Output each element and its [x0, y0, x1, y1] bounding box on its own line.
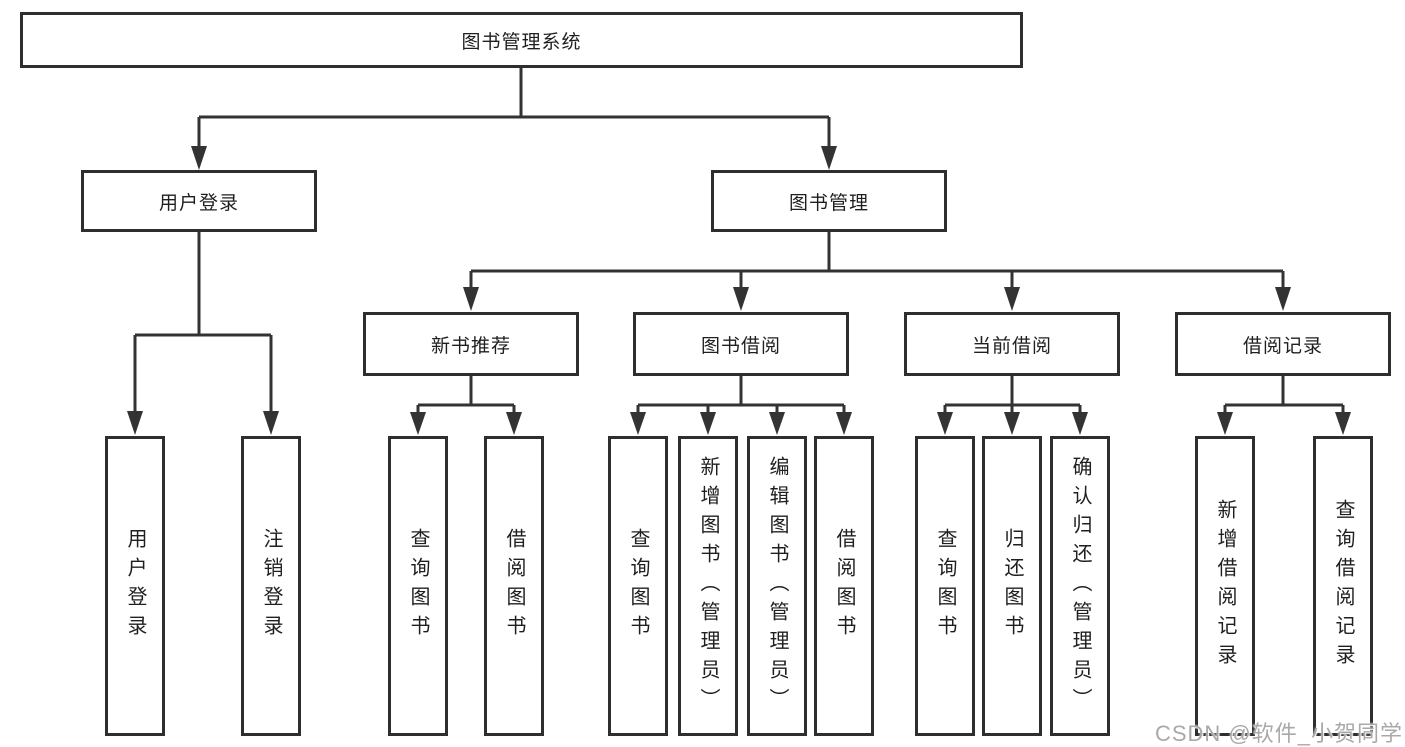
arrowhead-currentborrow-leaf1: [937, 412, 953, 435]
node-user-login: 用户登录: [81, 170, 317, 232]
leaf-confirm-return-admin: 确认归还（管理员）: [1050, 436, 1110, 736]
node-book-borrow: 图书借阅: [633, 312, 849, 376]
arrowhead-records-leaf2: [1335, 412, 1351, 435]
node-label: 查询图书: [407, 528, 429, 644]
node-label: 用户登录: [124, 528, 146, 644]
node-borrow-records: 借阅记录: [1175, 312, 1391, 376]
node-label: 图书管理系统: [461, 31, 582, 53]
node-label: 图书借阅: [700, 335, 781, 357]
arrowhead-new-book: [463, 287, 479, 311]
node-label: 编辑图书（管理员）: [766, 455, 788, 717]
node-label: 借阅记录: [1242, 335, 1323, 357]
leaf-return-books: 归还图书: [982, 436, 1042, 736]
leaf-query-books-3: 查询图书: [915, 436, 975, 736]
arrowhead-bookborrow-leaf2: [700, 412, 716, 435]
leaf-add-borrow-record: 新增借阅记录: [1195, 436, 1255, 736]
node-new-book-recommend: 新书推荐: [363, 312, 579, 376]
node-label: 确认归还（管理员）: [1069, 455, 1091, 717]
node-label: 新书推荐: [430, 335, 511, 357]
arrowhead-newbook-leaf1: [410, 412, 426, 435]
arrowhead-book-mgmt: [821, 146, 837, 170]
leaf-logout: 注销登录: [241, 436, 301, 736]
arrowhead-bookborrow-leaf4: [836, 412, 852, 435]
watermark: CSDN @软件_小贺同学: [1154, 721, 1403, 746]
leaf-query-books-2: 查询图书: [608, 436, 668, 736]
node-current-borrow: 当前借阅: [904, 312, 1120, 376]
arrowhead-current-borrow: [1004, 287, 1020, 311]
arrowhead-leaf-logout: [263, 411, 279, 435]
leaf-add-books-admin: 新增图书（管理员）: [678, 436, 738, 736]
arrowhead-newbook-leaf2: [506, 412, 522, 435]
arrowhead-bookborrow-leaf1: [630, 412, 646, 435]
arrowhead-records-leaf1: [1217, 412, 1233, 435]
arrowhead-leaf-login: [127, 411, 143, 435]
leaf-borrow-books-2: 借阅图书: [814, 436, 874, 736]
leaf-query-books-1: 查询图书: [388, 436, 448, 736]
arrowhead-borrow-records: [1275, 287, 1291, 311]
arrowhead-bookborrow-leaf3: [769, 412, 785, 435]
node-label: 当前借阅: [971, 335, 1052, 357]
node-book-management: 图书管理: [711, 170, 947, 232]
node-root: 图书管理系统: [20, 12, 1023, 68]
node-label: 借阅图书: [833, 528, 855, 644]
leaf-edit-books-admin: 编辑图书（管理员）: [747, 436, 807, 736]
arrowhead-currentborrow-leaf3: [1072, 412, 1088, 435]
leaf-query-borrow-record: 查询借阅记录: [1313, 436, 1373, 736]
node-label: 新增借阅记录: [1214, 499, 1236, 673]
node-label: 查询图书: [627, 528, 649, 644]
leaf-user-login: 用户登录: [105, 436, 165, 736]
node-label: 新增图书（管理员）: [697, 455, 719, 717]
node-label: 借阅图书: [503, 528, 525, 644]
arrowhead-user-login: [191, 146, 207, 170]
node-label: 用户登录: [158, 192, 239, 214]
arrowhead-book-borrow: [733, 287, 749, 311]
node-label: 图书管理: [788, 192, 869, 214]
node-label: 注销登录: [260, 528, 282, 644]
node-label: 查询图书: [934, 528, 956, 644]
leaf-borrow-books-1: 借阅图书: [484, 436, 544, 736]
arrowhead-currentborrow-leaf2: [1004, 412, 1020, 435]
node-label: 归还图书: [1001, 528, 1023, 644]
node-label: 查询借阅记录: [1332, 499, 1354, 673]
